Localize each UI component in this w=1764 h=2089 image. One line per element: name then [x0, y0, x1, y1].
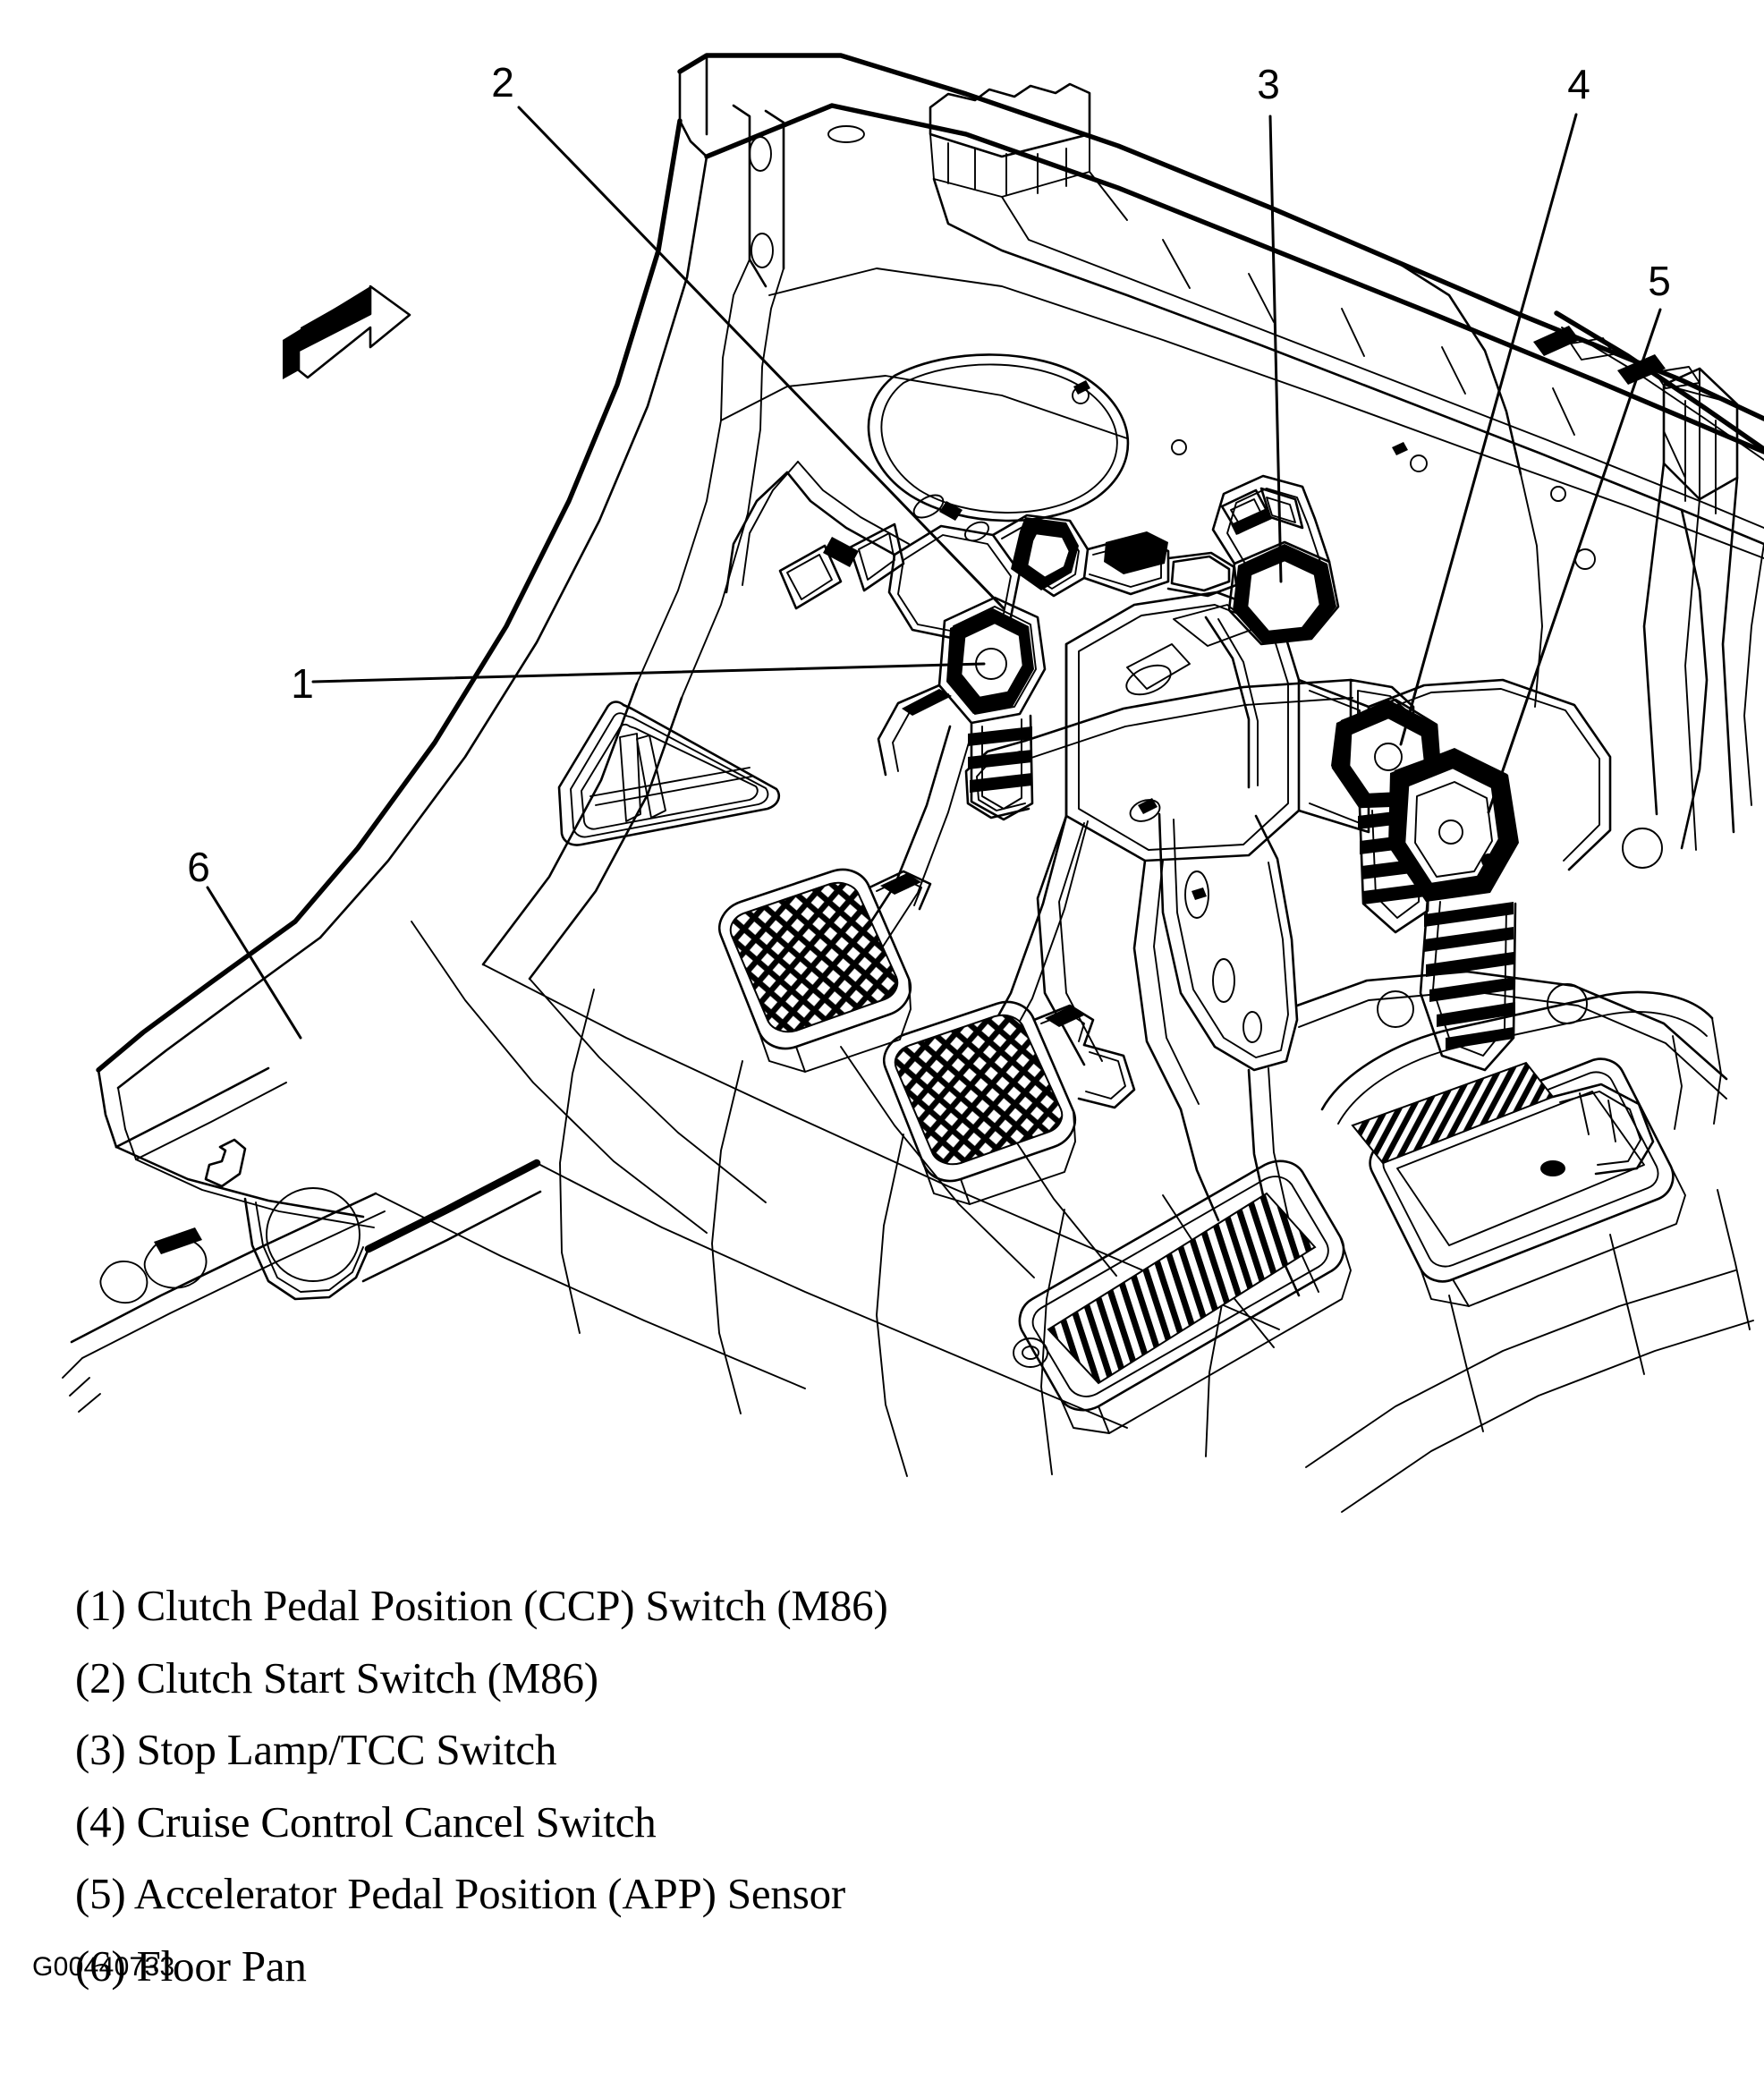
vehicle-forward-direction-arrow: [283, 284, 411, 379]
right-floor-details: [1295, 473, 1764, 1513]
triangular-embossed-rib: [557, 701, 780, 846]
caption-item-3: (3) Stop Lamp/TCC Switch: [75, 1725, 557, 1775]
clutch-pedal-pad: [718, 868, 932, 1073]
caption-item-5: (5) Accelerator Pedal Position (APP) Sen…: [75, 1869, 846, 1919]
caption-item-2: (2) Clutch Start Switch (M86): [75, 1652, 598, 1703]
callout-number-3: 3: [1257, 61, 1280, 107]
dead-pedal-footrest: [1320, 990, 1722, 1307]
accelerator-pedal-pad: [1013, 1159, 1352, 1434]
callout-number-4: 4: [1567, 61, 1590, 107]
cowl-firewall-structure: [677, 53, 1764, 851]
callout-number-5: 5: [1648, 258, 1671, 304]
callout-numbers: 1 2 3 4 5 6: [187, 59, 1671, 890]
brake-pedal-pad: [883, 1000, 1136, 1205]
stop-lamp-tcc-switch: [1211, 474, 1340, 646]
caption-legend-list: (1) Clutch Pedal Position (CCP) Switch (…: [0, 1575, 1764, 2007]
caption-item-6: (6) Floor Pan: [75, 1940, 307, 1991]
caption-item-1: (1) Clutch Pedal Position (CCP) Switch (…: [75, 1581, 888, 1630]
clutch-pedal-position-switch: [877, 596, 1047, 821]
figure-id-code: G00440733: [32, 1952, 175, 1982]
pedal-support-bracket: [964, 590, 1415, 1111]
callout-number-6: 6: [187, 844, 210, 890]
pedal-assembly-drawing: .ln { fill:none; stroke:#000; stroke-wid…: [62, 53, 1764, 1513]
callout-number-1: 1: [291, 660, 314, 707]
callout-number-2: 2: [491, 59, 514, 106]
caption-item-4: (4) Cruise Control Cancel Switch: [75, 1796, 657, 1847]
callout-leaders: [206, 106, 1662, 1040]
technical-diagram: .ln { fill:none; stroke:#000; stroke-wid…: [62, 53, 1764, 1513]
left-kick-panel: [62, 118, 780, 1413]
